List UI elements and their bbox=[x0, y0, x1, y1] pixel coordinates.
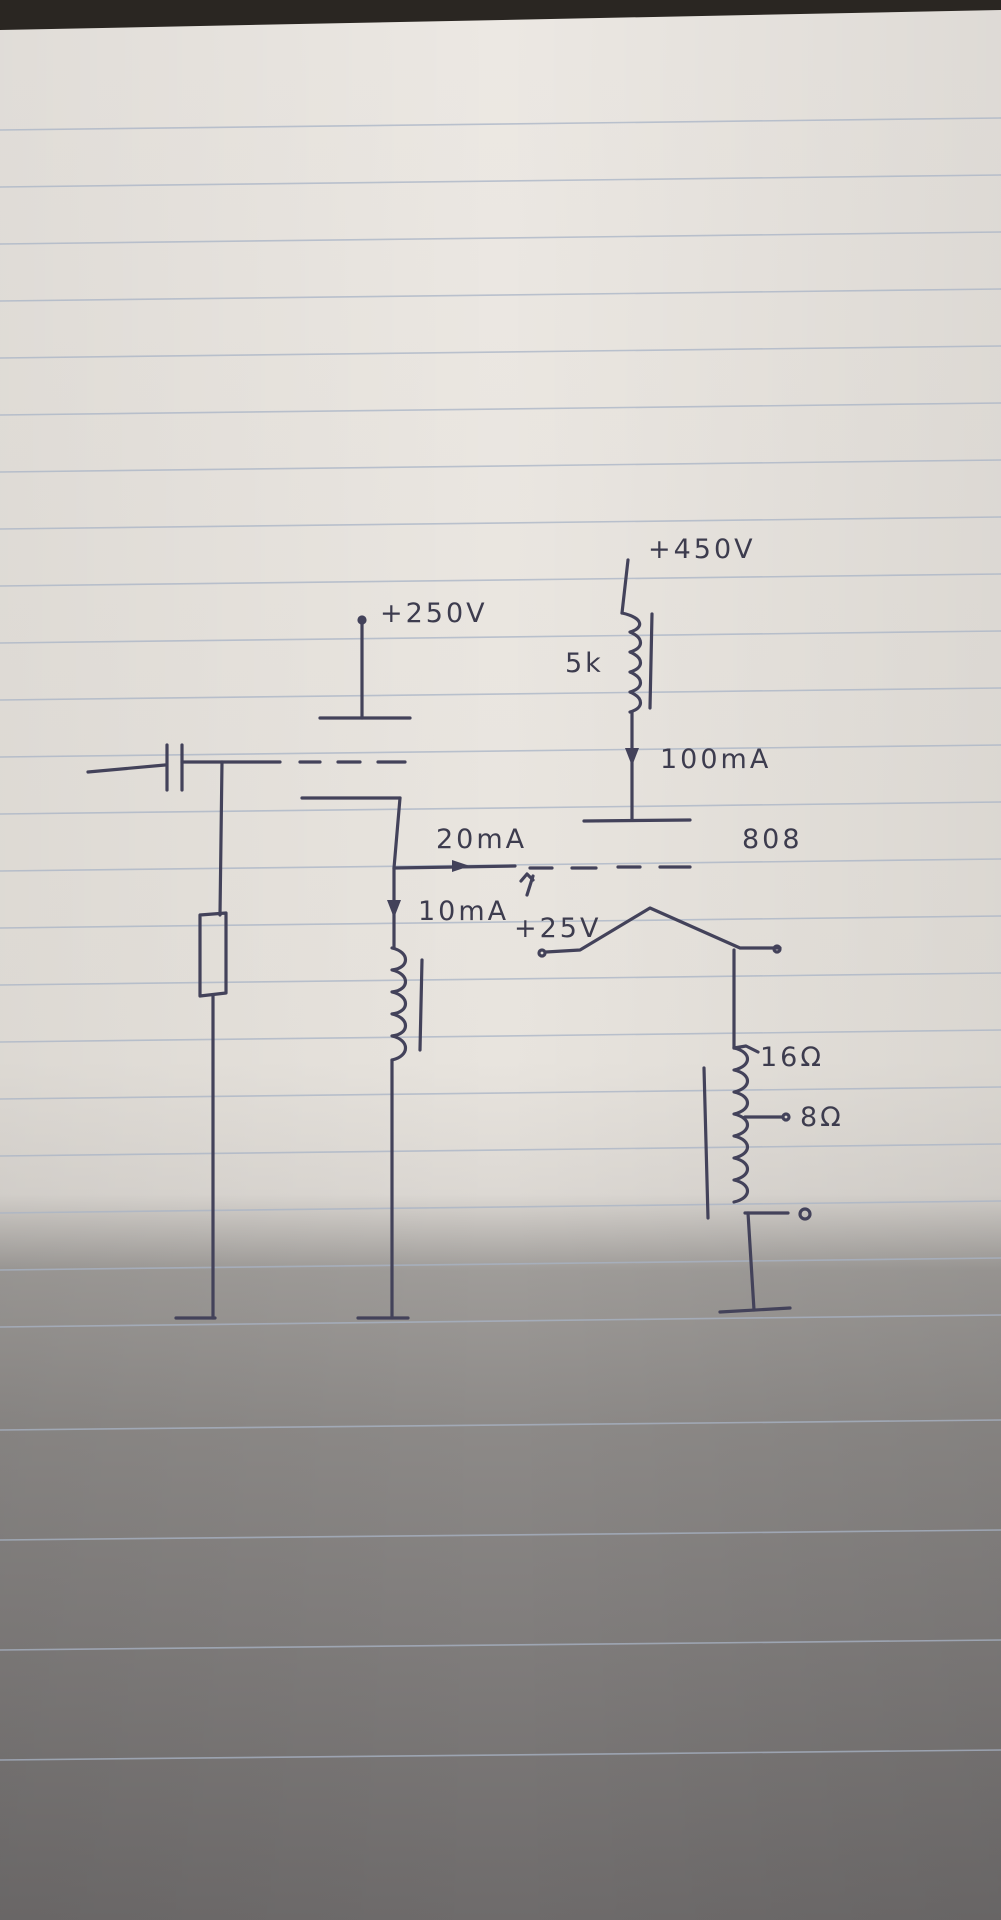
label-100ma: 100mA bbox=[660, 744, 771, 775]
cathode-choke bbox=[356, 860, 517, 1320]
input-capacitor bbox=[86, 743, 282, 792]
grid-resistor bbox=[174, 760, 228, 1320]
labels: +450V +250V 5k 100mA 20mA 808 10mA +25V … bbox=[380, 534, 844, 1133]
schematic bbox=[86, 558, 812, 1320]
label-plus-450v: +450V bbox=[648, 534, 756, 565]
label-8-ohm: 8Ω bbox=[800, 1102, 844, 1133]
label-808: 808 bbox=[742, 824, 803, 855]
output-transformer bbox=[702, 948, 812, 1314]
driver-tube bbox=[298, 615, 412, 870]
label-10ma: 10mA bbox=[418, 896, 509, 927]
label-5k: 5k bbox=[565, 648, 604, 679]
output-tube bbox=[519, 558, 782, 958]
label-20ma: 20mA bbox=[436, 824, 527, 855]
label-plus-25v: +25V bbox=[514, 913, 601, 944]
label-plus-250v: +250V bbox=[380, 598, 488, 629]
ruled-lines bbox=[0, 117, 1001, 1761]
label-16-ohm: 16Ω bbox=[760, 1042, 824, 1073]
